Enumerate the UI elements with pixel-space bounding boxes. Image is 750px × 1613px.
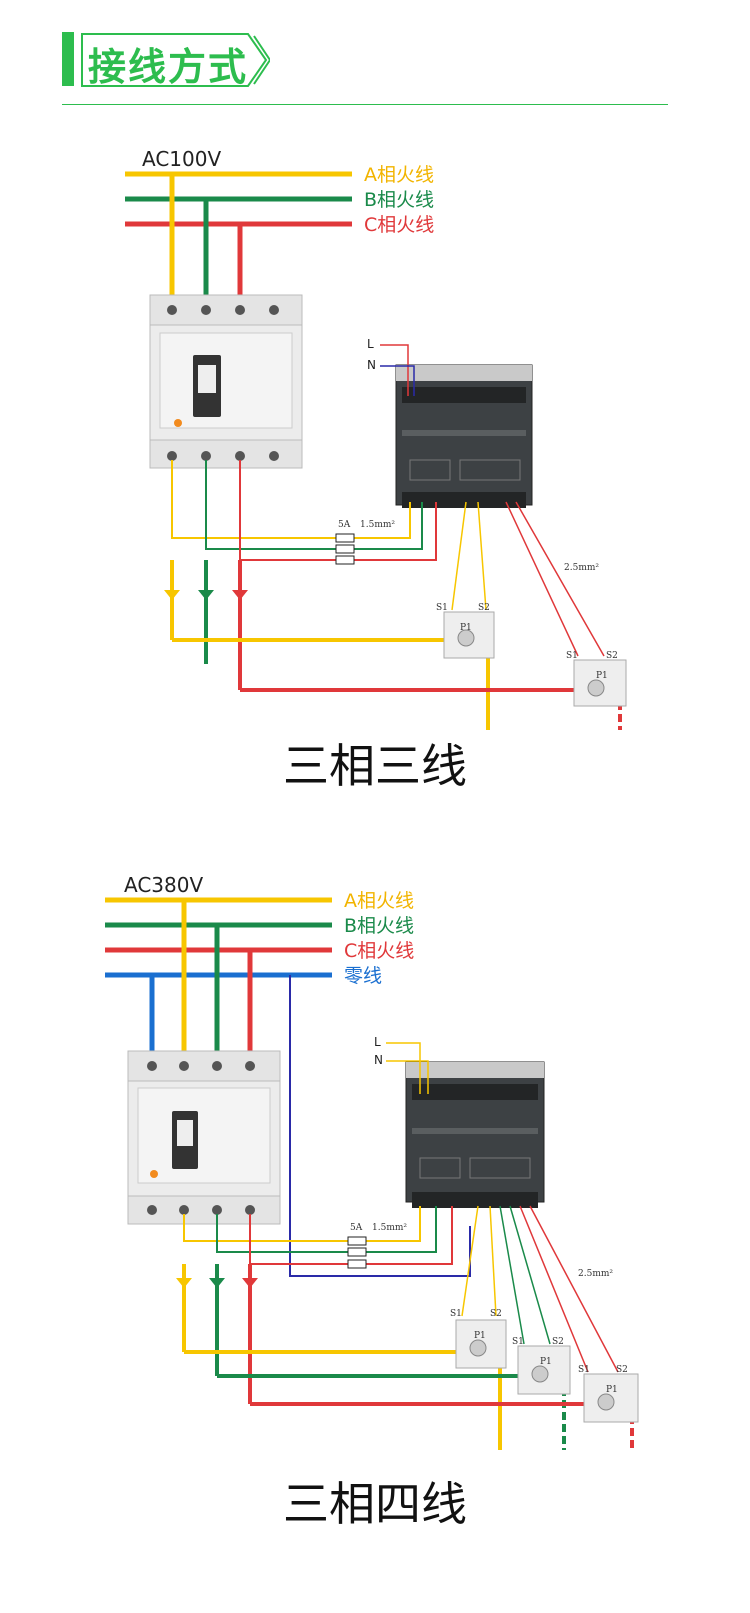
- wire-size-large: 2.5mm²: [564, 563, 599, 573]
- ct3-s1-label: S1: [578, 1365, 590, 1375]
- fuse-group: [347, 1236, 367, 1269]
- ct2-s2-label: S2: [552, 1337, 564, 1347]
- terminal-l-label: L: [374, 1035, 381, 1049]
- ct1-s1-label: S1: [436, 603, 448, 613]
- fuse-label: 5A: [338, 520, 351, 530]
- wiring-diagram-3p3w: AC100V A相火线 B相火线 C相火线 L N: [125, 147, 627, 730]
- ct3-s2-label: S2: [616, 1365, 628, 1375]
- fuse-group: [335, 533, 355, 565]
- terminal-n-label: N: [374, 1053, 383, 1067]
- current-transformer-3: [583, 1373, 639, 1423]
- circuit-breaker: [127, 1050, 281, 1225]
- ct2-s2-label: S2: [606, 651, 618, 661]
- terminal-n-label: N: [367, 358, 376, 372]
- ct1-p1-label: P1: [460, 623, 472, 633]
- ct1-s1-label: S1: [450, 1309, 462, 1319]
- circuit-breaker: [149, 294, 303, 469]
- terminal-l-label: L: [367, 337, 374, 351]
- line-label-c: C相火线: [364, 214, 434, 236]
- line-label-a: A相火线: [344, 890, 414, 912]
- line-label-c: C相火线: [344, 940, 414, 962]
- line-label-neutral: 零线: [344, 965, 382, 987]
- diagram1-caption: 三相三线: [283, 739, 467, 793]
- ct1-s2-label: S2: [490, 1309, 502, 1319]
- current-transformer-1: [443, 611, 495, 659]
- power-meter: [405, 1061, 545, 1208]
- wire-size-small: 1.5mm²: [372, 1223, 407, 1233]
- current-transformer-1: [455, 1319, 507, 1369]
- current-transformer-2: [517, 1345, 571, 1395]
- header-accent-bar: [62, 32, 74, 86]
- line-label-b: B相火线: [344, 915, 414, 937]
- ct3-p1-label: P1: [606, 1385, 618, 1395]
- ct2-s1-label: S1: [512, 1337, 524, 1347]
- ct1-s2-label: S2: [478, 603, 490, 613]
- header-tag-shape: [81, 33, 270, 87]
- voltage-label: AC380V: [124, 873, 203, 897]
- ct2-p1-label: P1: [596, 671, 608, 681]
- wiring-diagram-3p4w: AC380V A相火线 B相火线 C相火线 零线 L N: [105, 873, 639, 1450]
- voltage-label: AC100V: [142, 147, 221, 171]
- bus-lines: [125, 171, 352, 227]
- header-divider: [62, 104, 668, 105]
- current-transformer-2: [573, 659, 627, 707]
- line-label-a: A相火线: [364, 164, 434, 186]
- power-meter: [395, 364, 533, 508]
- line-label-b: B相火线: [364, 189, 434, 211]
- wire-size-small: 1.5mm²: [360, 520, 395, 530]
- diagram2-caption: 三相四线: [283, 1477, 467, 1531]
- wire-size-large: 2.5mm²: [578, 1269, 613, 1279]
- fuse-label: 5A: [350, 1223, 363, 1233]
- ct1-p1-label: P1: [474, 1331, 486, 1341]
- ct2-s1-label: S1: [566, 651, 578, 661]
- section-title: 接线方式: [88, 45, 249, 89]
- ct2-p1-label: P1: [540, 1357, 552, 1367]
